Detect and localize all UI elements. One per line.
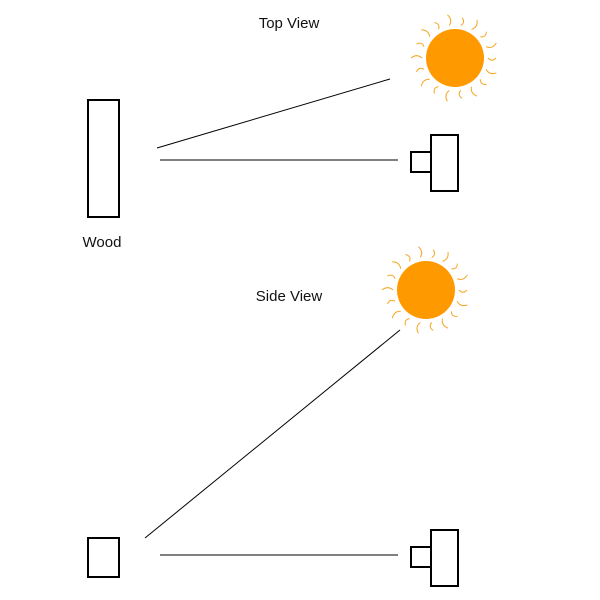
sun-icon [410, 14, 497, 102]
sun-ray [404, 318, 410, 326]
sun-ray [392, 261, 402, 269]
sun-ray [458, 90, 463, 99]
sun-ray [420, 78, 430, 87]
camera-lens [410, 151, 432, 173]
sun-ray [418, 246, 423, 258]
sun-ray [470, 86, 478, 97]
sun-ray [416, 67, 425, 73]
sun-ray [456, 301, 468, 307]
sun-ray [450, 311, 458, 317]
sun-ray-line-top [156, 78, 391, 149]
side-view-panel: Side View [87, 246, 468, 587]
sun-icon [381, 246, 468, 334]
sun-ray [387, 299, 396, 305]
sun-ray [447, 14, 452, 26]
sun-ray-line-side [144, 329, 401, 539]
sun-ray [391, 310, 401, 319]
camera-body [430, 134, 459, 192]
wood-label: Wood [83, 234, 122, 251]
camera-icon [410, 134, 459, 192]
sun-ray [456, 274, 468, 280]
side-view-title: Side View [256, 288, 323, 305]
sun-ray [480, 31, 487, 38]
sun-ray [434, 22, 440, 30]
wood-board-side [87, 537, 120, 578]
sun-ray [460, 17, 465, 26]
sun-ray [429, 322, 434, 331]
sun-ray [485, 42, 497, 48]
sun-ray [410, 55, 423, 59]
camera-lens [410, 546, 432, 568]
top-view-title: Top View [259, 15, 320, 32]
sun-ray [445, 90, 450, 102]
sun-ray [471, 19, 478, 30]
sun-ray [487, 57, 497, 61]
sun-disc [397, 261, 455, 319]
wood-board [87, 99, 120, 218]
sun-ray [421, 29, 431, 37]
top-view-panel: Top View Wood [83, 14, 497, 251]
sun-ray [479, 79, 487, 85]
sun-ray [485, 69, 497, 75]
sun-ray [416, 42, 425, 47]
sun-ray [442, 251, 449, 262]
sun-ray [441, 318, 449, 329]
camera-body [430, 529, 459, 587]
sun-ray [433, 86, 439, 94]
sun-ray [416, 322, 421, 334]
sun-disc [426, 29, 484, 87]
sun-ray [405, 254, 411, 262]
sun-ray [458, 289, 468, 293]
sun-ray [431, 249, 436, 258]
sun-ray [387, 274, 396, 279]
sun-ray [381, 287, 394, 291]
camera-icon [410, 529, 459, 587]
sun-ray [451, 263, 458, 270]
